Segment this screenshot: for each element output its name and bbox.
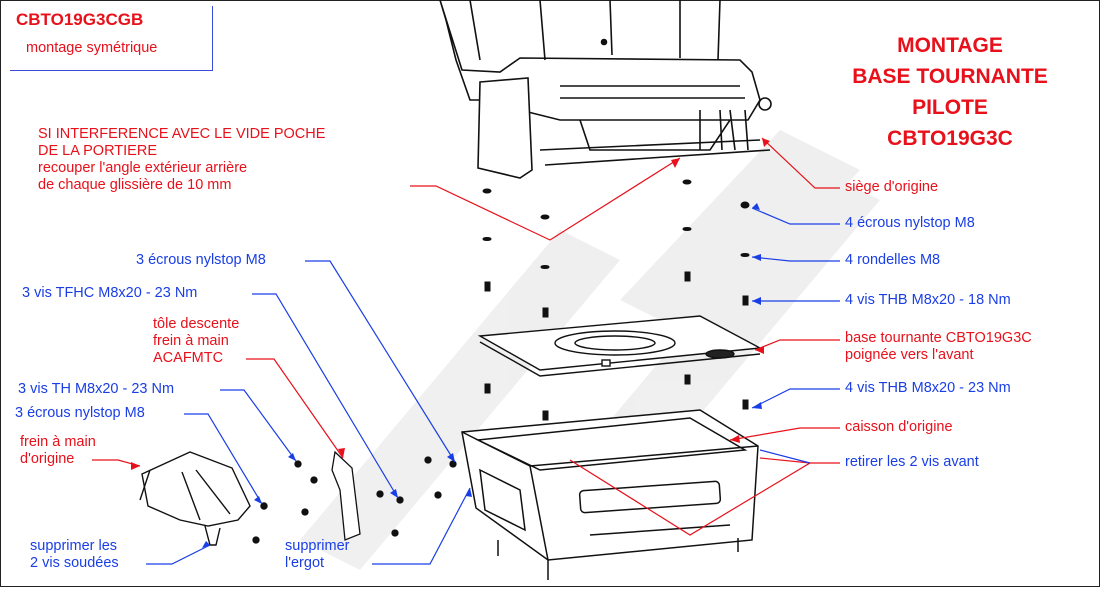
red-leaders <box>92 137 840 536</box>
callout-remove-lug-line-2: l'ergot <box>285 555 325 571</box>
callout-original-handbrake-line-2: d'origine <box>20 451 75 467</box>
callout-3-nylstop-nuts-top: 3 écrous nylstop M8 <box>136 252 266 268</box>
callout-3-th-screws: 3 vis TH M8x20 - 23 Nm <box>18 381 175 397</box>
callout-4-thb-screws-18nm: 4 vis THB M8x20 - 18 Nm <box>845 292 1011 308</box>
callout-original-handbrake-line-1: frein à main <box>20 434 96 450</box>
interference-note-line-3: recouper l'angle extérieur arrière <box>38 160 248 176</box>
callout-remove-lug-line-1: supprimer <box>285 538 350 554</box>
title-line-3: PILOTE <box>912 96 988 119</box>
callout-original-seat: siège d'origine <box>845 179 939 195</box>
title-line-1: MONTAGE <box>897 34 1003 57</box>
callout-handbrake-plate-line-3: ACAFMTC <box>153 350 224 366</box>
callout-swivel-base-line-2: poignée vers l'avant <box>845 347 974 363</box>
interference-note-line-4: de chaque glissière de 10 mm <box>38 177 232 193</box>
interference-note-line-1: SI INTERFERENCE AVEC LE VIDE POCHE <box>38 126 326 142</box>
callout-4-thb-screws-23nm: 4 vis THB M8x20 - 23 Nm <box>845 380 1011 396</box>
seat-drawing <box>439 0 772 179</box>
blue-arrowheads <box>202 203 762 548</box>
callout-remove-welded-screws-line-2: 2 vis soudées <box>30 555 119 571</box>
page-title: MONTAGE BASE TOURNANTE PILOTE CBTO19G3C <box>812 30 1088 154</box>
bracket-plate-drawing <box>252 450 457 544</box>
callout-3-nylstop-nuts-left: 3 écrous nylstop M8 <box>15 405 145 421</box>
callout-4-washers: 4 rondelles M8 <box>845 252 941 268</box>
reference-code: CBTO19G3CGB <box>16 10 144 29</box>
blue-leaders <box>146 207 840 565</box>
reference-subtitle: montage symétrique <box>26 40 158 56</box>
box-drawing <box>461 409 759 580</box>
title-line-4: CBTO19G3C <box>887 127 1013 150</box>
callout-remove-front-screws: retirer les 2 vis avant <box>845 454 979 470</box>
handbrake-drawing <box>139 451 268 546</box>
callout-handbrake-plate-line-1: tôle descente <box>153 316 240 332</box>
callout-remove-welded-screws-line-1: supprimer les <box>30 538 118 554</box>
title-line-2: BASE TOURNANTE <box>852 65 1048 88</box>
interference-note-line-2: DE LA PORTIERE <box>38 143 157 159</box>
callout-4-nylstop-nuts: 4 écrous nylstop M8 <box>845 215 975 231</box>
red-arrowheads <box>131 138 770 470</box>
callout-handbrake-plate-line-2: frein à main <box>153 333 229 349</box>
reference-box <box>10 6 213 71</box>
fasteners <box>482 179 750 421</box>
callout-swivel-base-line-1: base tournante CBTO19G3C <box>845 330 1032 346</box>
callout-original-box: caisson d'origine <box>845 419 953 435</box>
callout-3-tfhc-screws: 3 vis TFHC M8x20 - 23 Nm <box>22 285 198 301</box>
